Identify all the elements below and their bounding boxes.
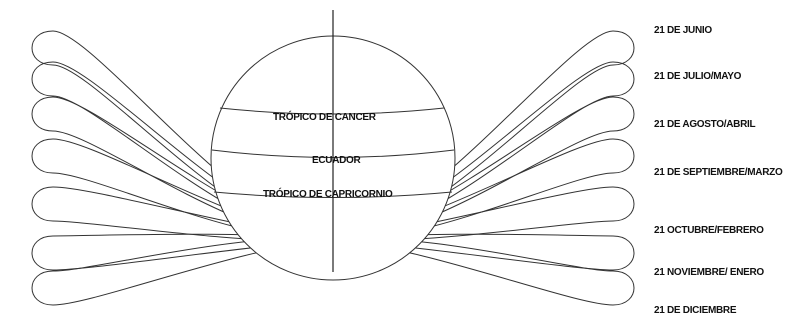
sun-path-loop-right-july-may [332, 61, 635, 241]
date-label-october-february: 21 OCTUBRE/FEBRERO [654, 225, 764, 236]
date-label-september-march: 21 DE SEPTIEMBRE/MARZO [654, 167, 783, 178]
date-label-june: 21 DE JUNIO [654, 25, 712, 36]
date-label-november-january: 21 NOVIEMBRE/ ENERO [654, 267, 764, 278]
sun-path-loop-left-july-may [31, 61, 334, 241]
equator-label: ECUADOR [312, 155, 362, 166]
sun-path-loops-right [332, 30, 635, 306]
date-label-july-may: 21 DE JULIO/MAYO [654, 71, 742, 82]
sun-path-loop-right-september-march [332, 138, 635, 241]
sun-path-loop-left-september-march [31, 138, 334, 241]
date-label-december: 21 DE DICIEMBRE [654, 305, 737, 316]
sun-path-loop-left-june [31, 30, 334, 241]
sun-path-loop-right-june [332, 30, 635, 241]
date-label-august-april: 21 DE AGOSTO/ABRIL [654, 119, 755, 130]
sun-path-loop-left-december [31, 237, 334, 306]
tropic-of-cancer-label: TRÓPICO DE CANCER [273, 110, 377, 123]
sun-path-loop-right-august-april [332, 96, 635, 241]
tropic-of-capricorn-label: TRÓPICO DE CAPRICORNIO [263, 187, 393, 200]
sun-path-loop-right-october-february [332, 186, 635, 242]
sun-path-loop-right-december [332, 237, 635, 306]
date-labels: 21 DE JUNIO 21 DE JULIO/MAYO 21 DE AGOST… [654, 25, 783, 316]
sun-path-loop-left-october-february [31, 186, 334, 242]
sun-path-loop-right-november-january [332, 233, 635, 271]
sun-path-loop-left-august-april [31, 96, 334, 241]
sun-path-loop-left-november-january [31, 233, 334, 271]
sun-path-loops-left [31, 30, 334, 306]
